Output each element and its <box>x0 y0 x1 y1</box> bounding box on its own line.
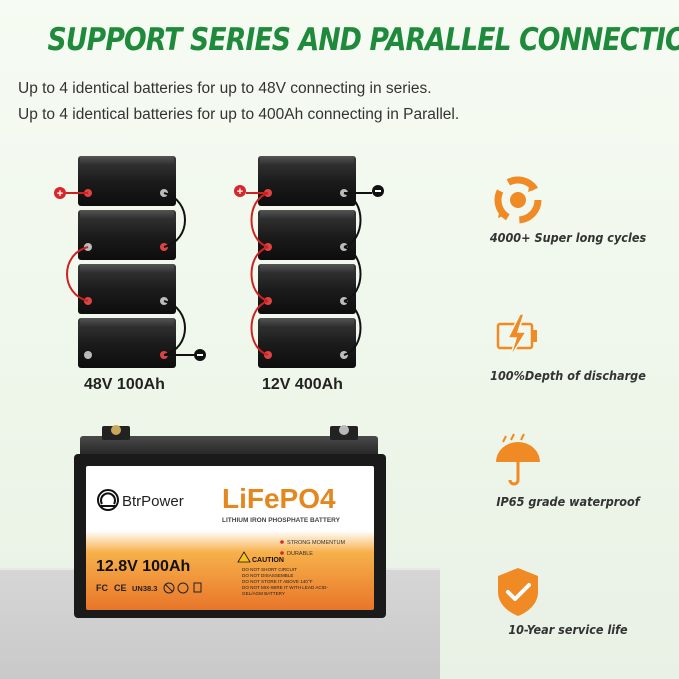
cert-un: UN38.3 <box>132 584 157 593</box>
cert-fc: FC <box>96 583 108 593</box>
feature-waterproof: IP65 grade waterproof <box>496 494 640 509</box>
caution-line-1: DO NOT SHORT CIRCUIT <box>242 567 297 572</box>
brand-logo-icon <box>97 489 119 511</box>
series-pack-caption: 48V 100Ah <box>84 376 165 393</box>
shield-check-icon <box>498 568 538 616</box>
positive-terminal-icon <box>54 187 66 199</box>
parallel-description: Up to 4 identical batteries for up to 40… <box>18 106 460 123</box>
caution-line-5: GEL/AGM BATTERY <box>242 591 285 596</box>
umbrella-icon <box>496 433 540 486</box>
positive-terminal-icon <box>234 185 246 197</box>
feature-depth-of-discharge: 100%Depth of discharge <box>490 368 646 383</box>
caution-line-3: DO NOT STORE IT ABOVE 140°F <box>242 579 313 584</box>
battery-stacks: + <box>54 156 384 368</box>
series-stack: + <box>54 156 206 368</box>
parallel-stack: + <box>234 156 384 368</box>
bin-icon <box>193 582 202 593</box>
chemistry-title: LiFePO4 <box>222 483 336 514</box>
feature-long-cycles: 4000+ Super long cycles <box>489 230 647 245</box>
rating-text: 12.8V 100Ah <box>96 558 190 575</box>
recycle-icon <box>494 176 542 224</box>
series-description: Up to 4 identical batteries for up to 48… <box>18 80 432 97</box>
brand-name: BtrPower <box>122 493 184 510</box>
warning-triangle-icon <box>237 551 251 563</box>
no-bin-icon <box>163 582 175 594</box>
svg-text:+: + <box>57 188 63 200</box>
headline: SUPPORT SERIES AND PARALLEL CONNECTION <box>47 22 679 58</box>
caution-line-2: DO NOT DISASSEMBLE <box>242 573 293 578</box>
caution-line-4: DO NOT MIX-WIRE IT WITH LEAD ACID- <box>242 585 328 590</box>
cert-ce: CE <box>114 583 127 593</box>
bullet-durable: DURABLE <box>287 551 313 557</box>
chemistry-subtitle: LITHIUM IRON PHOSPHATE BATTERY <box>222 517 341 524</box>
feature-service-life: 10-Year service life <box>508 622 628 637</box>
svg-text:+: + <box>237 186 243 198</box>
lightning-battery-icon <box>496 313 537 359</box>
product-battery: BtrPower LiFePO4 LITHIUM IRON PHOSPHATE … <box>74 425 386 618</box>
parallel-pack-caption: 12V 400Ah <box>262 376 343 393</box>
bullet-strong-momentum: STRONG MOMENTUM <box>287 540 345 546</box>
caution-title: CAUTION <box>252 557 284 564</box>
recycle-mark-icon <box>177 582 189 594</box>
